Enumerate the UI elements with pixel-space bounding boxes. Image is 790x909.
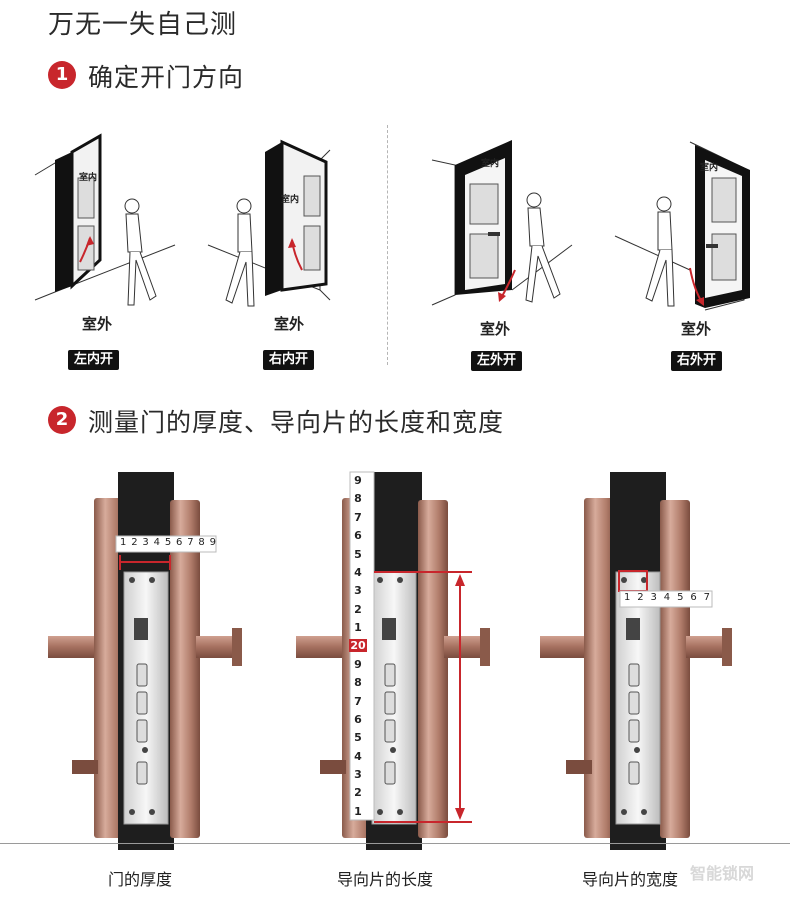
step-1-title: 确定开门方向 <box>88 63 245 92</box>
door-3-outside-label: 室外 <box>480 320 511 338</box>
step-2-number: 2 <box>48 406 76 434</box>
step-1-number: 1 <box>48 61 76 89</box>
door-left-inward-illustration <box>34 133 176 306</box>
lock-door-thickness <box>48 472 242 850</box>
ruler-tall: 9 8 7 6 5 4 3 2 1 20 9 8 7 6 5 4 3 2 1 <box>349 474 367 818</box>
door-2-inside-label: 室内 <box>281 195 300 205</box>
door-3-inside-label: 室内 <box>481 159 500 169</box>
door-1-inside-label: 室内 <box>79 173 98 183</box>
ground-line <box>0 843 790 844</box>
ruler-small: 1 2 3 4 5 6 7 8 9 <box>120 537 216 548</box>
caption-guide-plate-length: 导向片的长度 <box>337 870 434 889</box>
door-2-badge: 右内开 <box>263 350 315 370</box>
door-right-outward-illustration <box>614 141 750 311</box>
section-divider <box>387 125 388 365</box>
caption-door-thickness: 门的厚度 <box>108 870 173 889</box>
ruler-right: 1 2 3 4 5 6 7 <box>624 592 710 603</box>
door-3-badge: 左外开 <box>471 351 523 371</box>
watermark: 智能锁网 <box>690 864 755 883</box>
door-1-badge: 左内开 <box>68 350 120 370</box>
lock-guide-plate-width <box>540 472 732 850</box>
door-4-badge: 右外开 <box>671 351 723 371</box>
step-2-title: 测量门的厚度、导向片的长度和宽度 <box>88 408 505 437</box>
caption-guide-plate-width: 导向片的宽度 <box>582 870 679 889</box>
lock-guide-plate-length <box>296 471 490 850</box>
door-left-outward-illustration <box>431 140 573 306</box>
door-4-inside-label: 室内 <box>700 163 719 173</box>
door-4-outside-label: 室外 <box>681 320 712 338</box>
door-1-outside-label: 室外 <box>82 315 113 333</box>
door-2-outside-label: 室外 <box>274 315 305 333</box>
door-right-inward-illustration <box>207 139 331 307</box>
page-title: 万无一失自己测 <box>48 10 238 40</box>
